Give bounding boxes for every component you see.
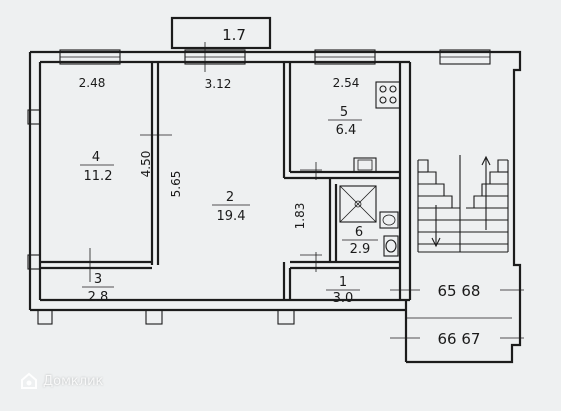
room-4-area: 11.2 bbox=[84, 169, 113, 184]
dim-length-room4: 4.50 bbox=[139, 151, 153, 178]
dim-width-room5: 2.54 bbox=[333, 76, 360, 90]
room-1-area: 3.0 bbox=[333, 291, 354, 306]
dim-length-room2: 5.65 bbox=[169, 171, 183, 198]
room-4-number: 4 bbox=[92, 150, 100, 165]
washbasin bbox=[379, 211, 399, 229]
room-2-number: 2 bbox=[226, 190, 234, 205]
balcony bbox=[170, 16, 272, 50]
room-5-area: 6.4 bbox=[336, 123, 357, 138]
dimension-ticks bbox=[89, 42, 322, 282]
room-2-area: 19.4 bbox=[217, 209, 246, 224]
room-3-area: 2.8 bbox=[88, 290, 109, 305]
neighbor-apartments-lower: 66 67 bbox=[438, 330, 481, 348]
dim-width-room2: 3.12 bbox=[205, 77, 232, 91]
room-6-area: 2.9 bbox=[350, 242, 371, 257]
room-5-number: 5 bbox=[340, 105, 348, 120]
dim-width-room4: 2.48 bbox=[79, 76, 106, 90]
shower-tray bbox=[339, 185, 377, 223]
neighbor-apartments-upper: 65 68 bbox=[438, 282, 481, 300]
room-3-number: 3 bbox=[94, 272, 102, 287]
outer-walls bbox=[28, 50, 522, 364]
windows-top bbox=[59, 49, 491, 65]
room-1-number: 1 bbox=[339, 275, 347, 290]
domclick-watermark: Домклик bbox=[20, 372, 103, 390]
balcony-area-label: 1.7 bbox=[222, 26, 246, 44]
watermark-text: Домклик bbox=[43, 373, 104, 389]
wall-columns bbox=[27, 109, 295, 325]
stove bbox=[375, 81, 401, 109]
neighbor-markers bbox=[390, 289, 524, 339]
kitchen-sink bbox=[353, 157, 377, 173]
staircase bbox=[417, 155, 509, 253]
toilet bbox=[383, 235, 399, 257]
dim-length-hall: 1.83 bbox=[293, 203, 307, 230]
room-6-number: 6 bbox=[355, 225, 363, 240]
domclick-logo-icon bbox=[21, 372, 37, 389]
